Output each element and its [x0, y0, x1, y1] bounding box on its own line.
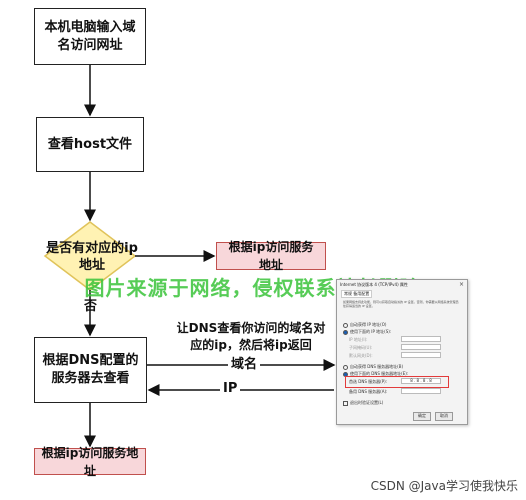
checkbox-icon: [343, 400, 348, 406]
radio-auto-ip-label: 自动获得 IP 地址(O): [350, 322, 387, 327]
alternate-dns-field[interactable]: [401, 388, 441, 394]
ok-button[interactable]: 确定: [413, 412, 431, 421]
dialog-description: 如果网络支持此功能，则可以获取自动指派的 IP 设置。否则，你需要从网络系统管理…: [343, 300, 459, 308]
no-label: 否: [84, 299, 98, 314]
step-check-hosts-text: 查看host文件: [47, 136, 133, 152]
radio-manual-ip[interactable]: 使用下面的 IP 地址(S):: [343, 329, 391, 335]
yes-result-text: 根据ip访问服务地址: [228, 240, 314, 272]
arrow-domain-label: 域名: [228, 356, 261, 373]
step-input-url: 本机电脑输入域名访问网址: [34, 8, 146, 65]
subnet-mask-field[interactable]: [401, 344, 441, 350]
validate-checkbox[interactable]: 退出时验证设置(L): [343, 400, 383, 406]
radio-auto-dns-label: 自动获得 DNS 服务器地址(B): [350, 364, 404, 369]
preferred-dns-highlight: [345, 376, 449, 388]
preferred-dns-field[interactable]: 8 . 8 . 8 . 8: [401, 378, 441, 384]
dialog-title: Internet 协议版本 4 (TCP/IPv4) 属性: [340, 282, 408, 287]
tab-general[interactable]: 常规 备用配置: [341, 290, 373, 298]
gateway-label: 默认网关(D):: [349, 353, 373, 358]
final-result-box: 根据ip访问服务地址: [34, 446, 146, 478]
gateway-field[interactable]: [401, 352, 441, 358]
step-input-url-text: 本机电脑输入域名访问网址: [44, 19, 136, 53]
radio-icon: [343, 322, 348, 328]
cancel-button[interactable]: 取消: [435, 412, 453, 421]
footer-credit: CSDN @Java学习使我快乐: [370, 479, 518, 493]
ipv4-properties-dialog: Internet 协议版本 4 (TCP/IPv4) 属性 × 常规 备用配置 …: [336, 279, 468, 425]
radio-icon: [343, 364, 348, 370]
radio-icon: [343, 329, 348, 335]
subnet-mask-label: 子网掩码(U):: [349, 345, 373, 350]
radio-manual-dns-label: 使用下面的 DNS 服务器地址(E):: [350, 371, 409, 376]
close-icon[interactable]: ×: [458, 281, 464, 288]
validate-label: 退出时验证设置(L): [350, 400, 384, 405]
alternate-dns-label: 备用 DNS 服务器(A):: [349, 389, 388, 394]
radio-auto-ip[interactable]: 自动获得 IP 地址(O): [343, 322, 386, 328]
radio-manual-ip-label: 使用下面的 IP 地址(S):: [350, 329, 392, 334]
final-result-text: 根据ip访问服务地址: [41, 445, 139, 478]
radio-auto-dns[interactable]: 自动获得 DNS 服务器地址(B): [343, 364, 403, 370]
step-dns-lookup: 根据DNS配置的服务器去查看: [34, 337, 147, 403]
decision-text: 是否有对应的ip地址: [46, 241, 138, 273]
arrow-ip-label: IP: [220, 380, 241, 397]
dns-note: 让DNS查看你访问的域名对应的ip，然后将ip返回: [176, 321, 326, 352]
ip-address-field[interactable]: [401, 336, 441, 342]
preferred-dns-label: 首选 DNS 服务器(P):: [349, 379, 388, 384]
step-dns-lookup-text: 根据DNS配置的服务器去查看: [42, 353, 139, 386]
yes-result-box: 根据ip访问服务地址: [216, 240, 326, 272]
step-check-hosts: 查看host文件: [36, 117, 144, 172]
ip-address-label: IP 地址(I):: [349, 337, 368, 342]
